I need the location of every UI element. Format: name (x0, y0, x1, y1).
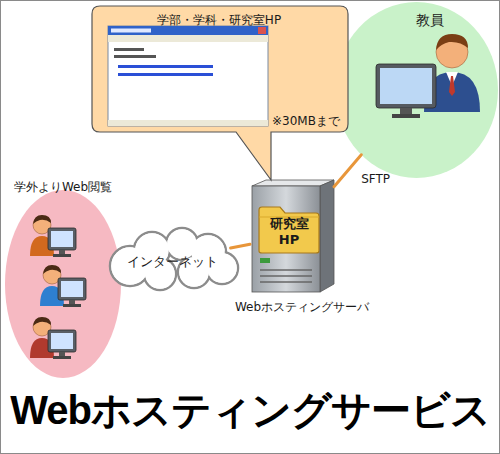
text-slot: 学部・学科・研究室HP (86, 9, 352, 28)
teacher-icon (376, 34, 480, 118)
staff-ground (335, 2, 498, 178)
visitor-ground (5, 190, 121, 378)
connection-line (231, 244, 250, 248)
hosting-server: Webホスティングサーバ研究室HP (250, 180, 334, 292)
node-label: Webホスティングサーバ (235, 300, 369, 314)
title: Webホスティングサービス (10, 388, 490, 432)
folder-box: 研究室HP (258, 206, 320, 254)
text-slot: インターネット (100, 251, 244, 270)
node-label: 研究室HP (264, 216, 314, 247)
text-slot: Webホスティングサーバ (232, 296, 372, 315)
visitor-icons (30, 215, 86, 359)
node-label: ※30MBまで (272, 114, 340, 128)
text-slot: 教員 (407, 10, 453, 29)
server-tower (252, 180, 334, 292)
edge-label: SFTP (359, 172, 392, 186)
internet-cloud: インターネット (100, 226, 244, 292)
callout-fill (92, 6, 348, 180)
node-label: インターネット (127, 254, 218, 270)
staff-circle: 教員 (335, 2, 498, 178)
edge-label-slot: SFTP (359, 168, 392, 187)
connection-line (334, 155, 361, 187)
text-slot: ※30MBまで (272, 110, 350, 129)
node-label: 教員 (416, 12, 444, 29)
text-slot: 学外よりWeb閲覧 (3, 176, 123, 195)
title-slot: Webホスティングサービス (0, 388, 500, 432)
visitor-ellipse: 学外よりWeb閲覧 (3, 176, 123, 380)
callout-bubble: 学部・学科・研究室HP ※30MBまで (86, 4, 352, 134)
node-label: 学部・学科・研究室HP (157, 13, 281, 27)
text-slot: 研究室HP (264, 216, 314, 248)
node-label: 学外よりWeb閲覧 (14, 180, 112, 194)
